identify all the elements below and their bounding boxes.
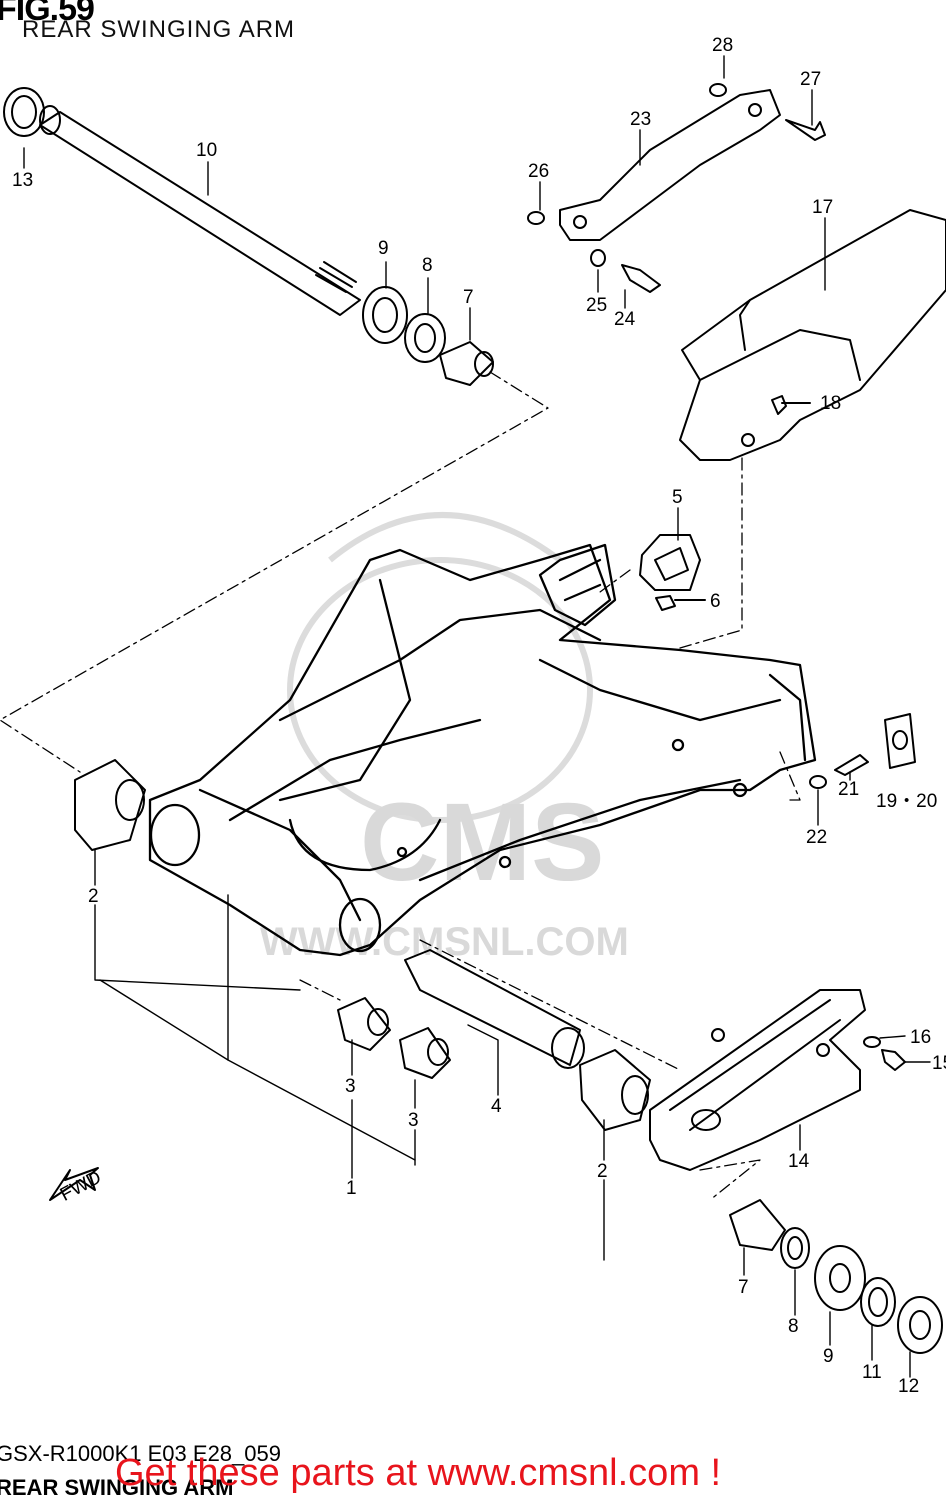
nut-9-top [362, 286, 408, 344]
washer-22 [809, 775, 827, 789]
watermark-brand: CMS [360, 781, 604, 904]
callout-28: 28 [712, 35, 733, 56]
callout-4: 4 [491, 1096, 502, 1117]
watermark: CMS WWW.CMSNL.COM [260, 512, 629, 964]
chain-buffer-14 [649, 989, 866, 1171]
callout-21: 21 [838, 779, 859, 800]
washer-8-bottom [780, 1227, 810, 1269]
adjuster-19-20 [884, 713, 916, 769]
spacer-4 [404, 949, 581, 1066]
footer-model-code: GSX-R1000K1 E03 E28_059 [0, 1441, 281, 1466]
callout-12: 12 [898, 1376, 919, 1397]
callout-labels: 13 10 9 8 7 26 23 28 27 17 25 24 18 5 6 … [12, 35, 946, 1397]
callout-5: 5 [672, 487, 683, 508]
bearing-2-left [74, 759, 146, 851]
callout-16: 16 [910, 1027, 931, 1048]
plate-5 [639, 534, 701, 591]
callout-8-top: 8 [422, 255, 433, 276]
callout-25: 25 [586, 295, 607, 316]
callout-7-top: 7 [463, 287, 474, 308]
callout-18: 18 [820, 393, 841, 414]
figure-subtitle: REAR SWINGING ARM [22, 16, 296, 43]
washer-8-top [404, 313, 446, 363]
chain-case-17 [679, 209, 946, 461]
bearing-2-right [579, 1049, 651, 1131]
callout-27: 27 [800, 69, 821, 90]
bearing-3-b [399, 1027, 451, 1079]
footer-figure-name: REAR SWINGING ARM [0, 1475, 234, 1500]
callout-10: 10 [196, 140, 217, 161]
washer-11 [860, 1277, 896, 1327]
callout-3-b: 3 [408, 1110, 419, 1131]
promo-link[interactable]: Get these parts at www.cmsnl.com ! [115, 1452, 722, 1494]
callout-2-left: 2 [88, 886, 99, 907]
collar-7-top [439, 341, 494, 386]
nut-12 [897, 1296, 943, 1354]
callout-3-a: 3 [345, 1076, 356, 1097]
bolt-21 [834, 754, 869, 776]
figure-title: FIG.59 [0, 0, 95, 28]
callout-7-bottom: 7 [738, 1277, 749, 1298]
callout-2-right: 2 [597, 1161, 608, 1182]
callout-24: 24 [614, 309, 636, 330]
fwd-arrow-icon [49, 1167, 99, 1201]
callout-11: 11 [862, 1362, 882, 1383]
callout-9-bottom: 9 [823, 1346, 834, 1367]
plate-9-bottom [814, 1245, 866, 1311]
callout-17: 17 [812, 197, 833, 218]
callout-23: 23 [630, 109, 651, 130]
callout-22: 22 [806, 827, 827, 848]
callout-1: 1 [346, 1178, 357, 1199]
callout-26: 26 [528, 161, 549, 182]
callout-14: 14 [788, 1151, 810, 1172]
pivot-shaft [3, 87, 361, 316]
callout-13: 13 [12, 170, 33, 191]
bearing-3-a [337, 997, 391, 1051]
swing-arm-body [148, 543, 817, 957]
callout-19-20: 19・20 [876, 791, 937, 812]
bracket-23 [559, 89, 781, 241]
fwd-label: FWD [57, 1167, 105, 1206]
collar-7-bottom [729, 1199, 786, 1251]
callout-6: 6 [710, 591, 721, 612]
callout-9-top: 9 [378, 238, 389, 259]
callout-8-bottom: 8 [788, 1316, 799, 1337]
callout-15: 15 [932, 1053, 946, 1074]
